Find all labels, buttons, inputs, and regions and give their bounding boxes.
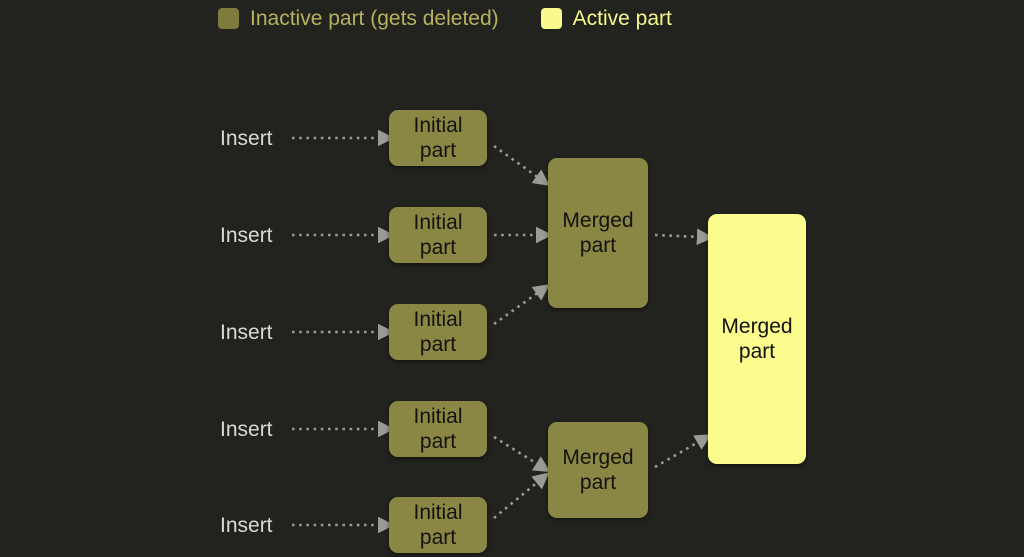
- legend-label-active: Active part: [572, 7, 672, 30]
- insert-label-1: Insert: [220, 127, 273, 150]
- final-merged-part-label: Merged part: [721, 315, 793, 363]
- legend: Inactive part (gets deleted) Active part: [218, 8, 672, 29]
- arrow-merged-2-to-final: [654, 434, 712, 469]
- inactive-swatch-icon: [218, 8, 239, 29]
- merged-part-box-2[interactable]: Merged part: [548, 422, 648, 518]
- initial-part-label-2: Initial part: [413, 211, 463, 259]
- active-swatch-icon: [540, 8, 562, 29]
- initial-part-label-1: Initial part: [413, 114, 463, 162]
- initial-part-label-5: Initial part: [413, 501, 463, 549]
- arrow-initial-3-to-merged-1: [493, 284, 551, 326]
- initial-part-box-5[interactable]: Initial part: [389, 497, 487, 553]
- initial-part-label-4: Initial part: [413, 405, 463, 453]
- final-merged-part-box[interactable]: Merged part: [708, 214, 806, 464]
- initial-part-label-3: Initial part: [413, 308, 463, 356]
- merged-part-label-1: Merged part: [562, 209, 634, 257]
- initial-part-box-4[interactable]: Initial part: [389, 401, 487, 457]
- insert-label-5: Insert: [220, 514, 273, 537]
- merged-part-label-2: Merged part: [562, 446, 634, 494]
- legend-entry-inactive: Inactive part (gets deleted): [218, 8, 499, 29]
- arrow-merged-1-to-final: [654, 228, 714, 246]
- legend-label-inactive: Inactive part (gets deleted): [250, 7, 499, 30]
- initial-part-box-1[interactable]: Initial part: [389, 110, 487, 166]
- arrow-initial-1-to-merged-1: [493, 144, 551, 186]
- insert-label-3: Insert: [220, 321, 273, 344]
- insert-label-2: Insert: [220, 224, 273, 247]
- arrow-initial-4-to-merged-2: [493, 435, 551, 473]
- initial-part-box-3[interactable]: Initial part: [389, 304, 487, 360]
- legend-entry-active: Active part: [540, 7, 672, 30]
- arrow-initial-5-to-merged-2: [493, 472, 550, 520]
- insert-label-4: Insert: [220, 418, 273, 441]
- merged-part-box-1[interactable]: Merged part: [548, 158, 648, 308]
- initial-part-box-2[interactable]: Initial part: [389, 207, 487, 263]
